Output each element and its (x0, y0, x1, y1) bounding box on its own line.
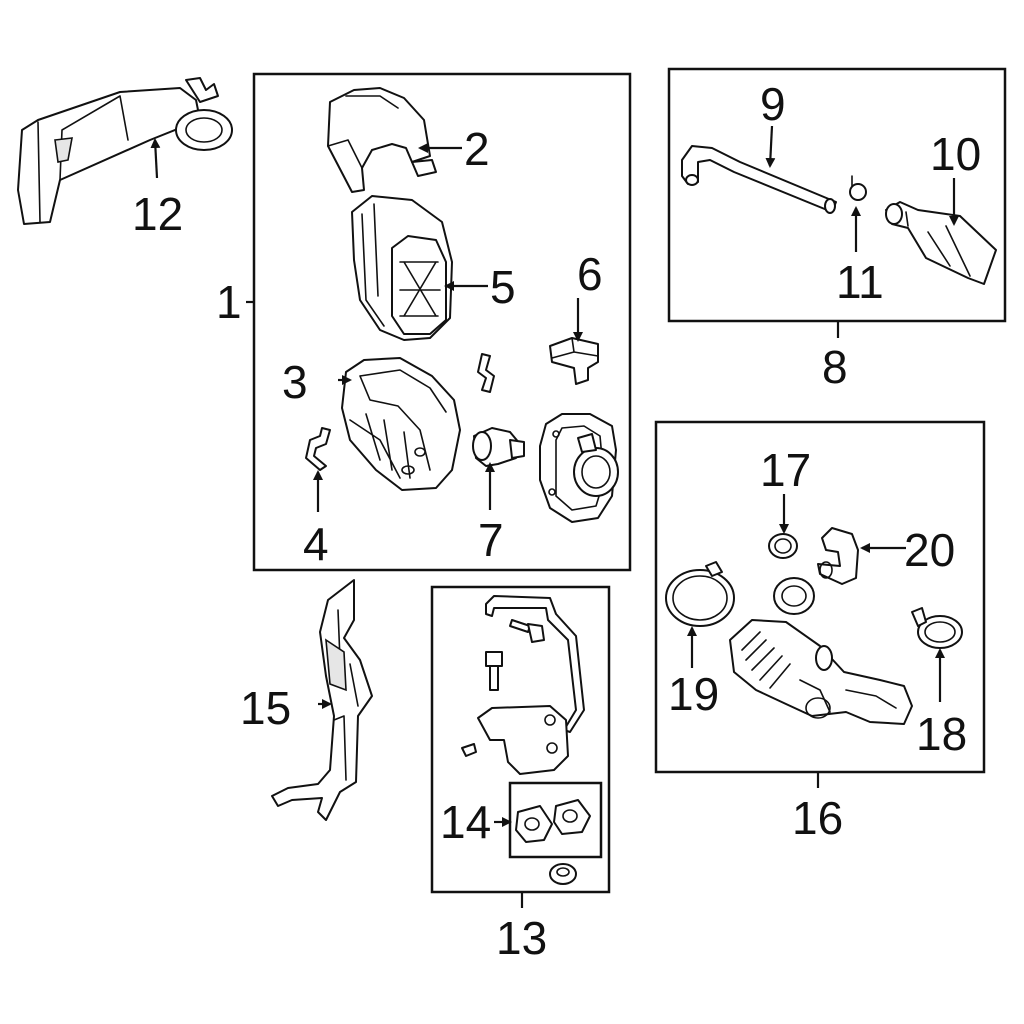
callout-19: 19 (668, 668, 719, 720)
callout-10: 10 (930, 128, 981, 180)
grommet-part-14a (515, 805, 553, 843)
hose-part-9 (681, 145, 837, 214)
callout-14: 14 (440, 796, 491, 848)
callout-6: 6 (577, 248, 603, 300)
callout-5: 5 (490, 261, 516, 313)
callout-15: 15 (240, 682, 291, 734)
clamp-part-11 (849, 175, 867, 201)
resonator-part-10 (885, 201, 997, 285)
callout-3: 3 (282, 356, 308, 408)
clamp-part-17 (768, 533, 798, 559)
callout-17: 17 (760, 444, 811, 496)
callout-11: 11 (836, 256, 884, 308)
air-filter-part-5 (351, 195, 453, 341)
coupler-part (773, 577, 815, 615)
leader-lines (150, 125, 959, 908)
air-duct-part-12 (17, 77, 233, 225)
callout-16: 16 (792, 792, 843, 844)
callout-12: 12 (132, 188, 183, 240)
bolt-part-13b (485, 651, 503, 691)
deflector-part-15 (271, 579, 373, 821)
callout-8: 8 (822, 341, 848, 393)
clamp-part-19 (665, 561, 735, 627)
group-box-1 (252, 72, 632, 572)
air-cleaner-housing-part-3 (341, 357, 461, 491)
callout-2: 2 (464, 123, 490, 175)
group-box-16 (654, 420, 986, 774)
callout-7: 7 (478, 514, 504, 566)
callout-18: 18 (916, 708, 967, 760)
callout-20: 20 (904, 524, 955, 576)
grommet-part-14b (553, 799, 591, 835)
bolt-part-13a (509, 619, 545, 643)
adapter-part-intake (539, 413, 619, 523)
clamp-part-18 (911, 607, 963, 649)
elbow-part-20 (817, 527, 859, 585)
callout-9: 9 (760, 78, 786, 130)
callout-4: 4 (303, 518, 329, 570)
callout-13: 13 (496, 912, 547, 964)
air-cleaner-cover-part-2 (327, 87, 437, 193)
intake-tube-part-16 (729, 619, 913, 725)
bracket-part-13 (461, 595, 585, 775)
group-box-13 (430, 585, 611, 894)
sensor-part-7 (472, 427, 525, 467)
bracket-part-6 (549, 337, 599, 385)
callout-1: 1 (216, 276, 242, 328)
nut-part-13 (549, 863, 577, 885)
clip-part-4 (305, 427, 331, 471)
clip-part-6-small (477, 353, 495, 393)
